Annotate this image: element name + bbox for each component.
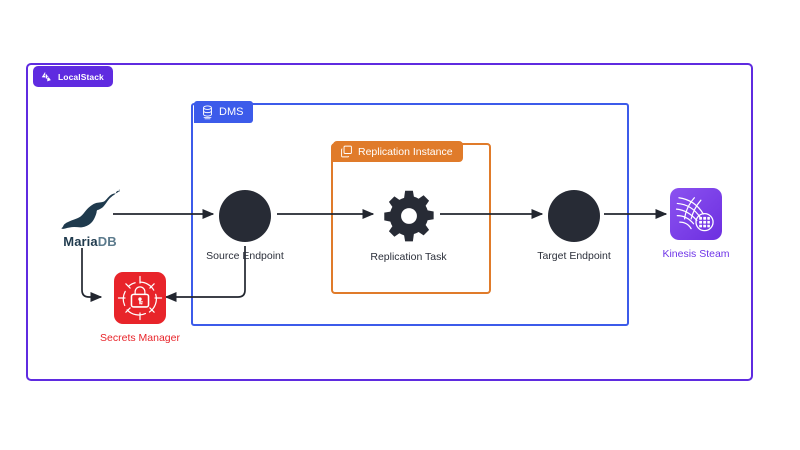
kinesis-stream-label: Kinesis Steam bbox=[662, 248, 730, 260]
secrets-lock-icon bbox=[114, 272, 166, 324]
replication-instance-badge-label: Replication Instance bbox=[358, 145, 453, 158]
mariadb-seal-icon bbox=[59, 189, 121, 234]
localstack-badge-label: LocalStack bbox=[58, 71, 104, 82]
node-secrets-manager: Secrets Manager bbox=[92, 272, 188, 345]
localstack-logo-icon bbox=[40, 70, 53, 83]
source-endpoint-label: Source Endpoint bbox=[206, 250, 284, 262]
localstack-container bbox=[26, 63, 753, 381]
localstack-badge: LocalStack bbox=[33, 66, 113, 87]
copy-icon bbox=[340, 145, 353, 158]
mariadb-wordmark-primary: Maria bbox=[63, 234, 98, 249]
target-endpoint-label: Target Endpoint bbox=[537, 250, 611, 262]
filled-circle-icon bbox=[219, 190, 271, 242]
mariadb-wordmark-secondary: DB bbox=[97, 234, 117, 249]
node-kinesis-stream: Kinesis Steam bbox=[651, 188, 741, 261]
dms-badge-label: DMS bbox=[219, 106, 244, 118]
dms-badge: DMS bbox=[194, 101, 254, 123]
node-replication-task: Replication Task bbox=[356, 189, 461, 264]
filled-circle-icon bbox=[548, 190, 600, 242]
node-source-endpoint: Source Endpoint bbox=[193, 190, 297, 263]
mariadb-wordmark: MariaDB bbox=[63, 235, 116, 248]
secrets-manager-label: Secrets Manager bbox=[100, 332, 180, 344]
replication-task-label: Replication Task bbox=[370, 251, 447, 263]
node-mariadb: MariaDB bbox=[44, 189, 136, 248]
database-icon bbox=[201, 104, 214, 120]
gear-icon bbox=[382, 189, 436, 243]
node-target-endpoint: Target Endpoint bbox=[522, 190, 626, 263]
replication-instance-badge: Replication Instance bbox=[333, 141, 463, 162]
kinesis-stream-icon bbox=[670, 188, 722, 240]
